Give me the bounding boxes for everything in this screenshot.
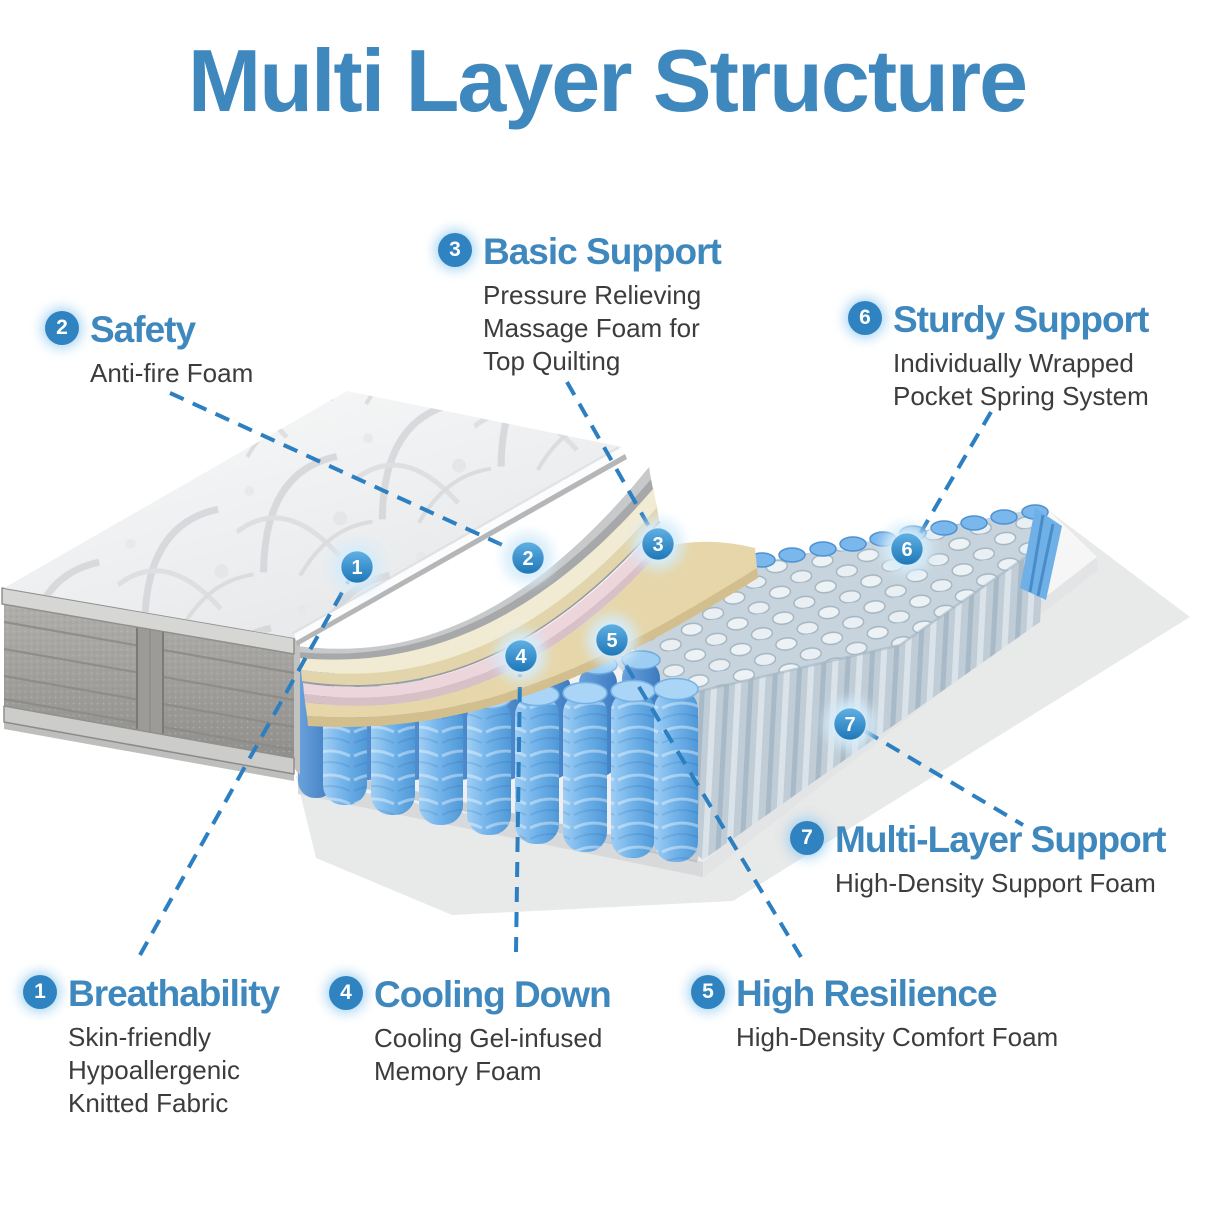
diagram-marker-5: 5	[587, 615, 637, 665]
callout-number-badge: 3	[438, 233, 472, 267]
callout-cooling-down: 4 Cooling Down Cooling Gel-infused Memor…	[329, 974, 612, 1088]
callout-basic-support: 3 Basic Support Pressure Relieving Massa…	[438, 231, 722, 378]
diagram-marker-3: 3	[633, 519, 683, 569]
foam-layer-stack	[297, 467, 758, 727]
marker-number: 2	[522, 548, 533, 570]
callout-title: Multi-Layer Support	[835, 819, 1166, 860]
diagram-marker-2: 2	[503, 533, 553, 583]
top-binding-tape	[1, 587, 295, 655]
callout-title: Sturdy Support	[893, 299, 1149, 340]
callout-title: Basic Support	[483, 231, 722, 272]
diagram-marker-1: 1	[332, 542, 382, 592]
callout-number-badge: 7	[790, 821, 824, 855]
callout-desc: High-Density Comfort Foam	[736, 1022, 1059, 1052]
marker-number: 1	[351, 557, 362, 579]
callout-number-badge: 2	[45, 311, 79, 345]
marker-number: 4	[515, 646, 527, 668]
diagram-marker-7: 7	[825, 699, 875, 749]
diagram-markers: 1 2 3 4 5	[332, 519, 932, 749]
marker-number: 5	[606, 630, 617, 652]
callout-high-resilience: 5 High Resilience High-Density Comfort F…	[691, 975, 1058, 1054]
callout-desc: Anti-fire Foam	[90, 358, 254, 388]
diagram-marker-4: 4	[496, 631, 546, 681]
marker-number: 3	[652, 534, 663, 556]
leader-lines	[138, 381, 1025, 959]
callout-safety: 2 Safety Anti-fire Foam	[45, 311, 253, 390]
callout-title: Cooling Down	[374, 974, 612, 1015]
callout-desc: Individually Wrapped Pocket Spring Syste…	[893, 348, 1149, 412]
callout-title: Breathability	[68, 973, 280, 1014]
callout-desc: Pressure Relieving Massage Foam for Top …	[483, 280, 702, 377]
page-title: Multi Layer Structure	[187, 31, 1028, 130]
marker-number: 7	[844, 714, 855, 736]
callout-desc: Skin-friendly Hypoallergenic Knitted Fab…	[68, 1022, 240, 1119]
quilt-top-layer	[4, 391, 627, 646]
callout-desc: Cooling Gel-infused Memory Foam	[374, 1023, 603, 1087]
callout-number-badge: 1	[23, 975, 57, 1009]
leader-line-1	[138, 579, 351, 956]
marker-number: 6	[901, 539, 912, 561]
callout-multi-layer-support: 7 Multi-Layer Support High-Density Suppo…	[790, 819, 1166, 900]
leader-line-5	[619, 655, 803, 959]
callout-desc: High-Density Support Foam	[835, 868, 1156, 898]
pocket-springs	[612, 504, 1062, 860]
callout-title: High Resilience	[736, 973, 998, 1014]
callout-breathability: 1 Breathability Skin-friendly Hypoallerg…	[23, 973, 280, 1120]
callout-sturdy-support: 6 Sturdy Support Individually Wrapped Po…	[848, 301, 1149, 413]
leader-line-2	[169, 391, 512, 551]
leader-line-7	[863, 729, 1025, 827]
diagram-marker-6: 6	[882, 524, 932, 574]
callout-number-badge: 6	[848, 301, 882, 335]
leader-line-4	[514, 673, 522, 953]
callout-number-badge: 4	[329, 976, 363, 1010]
callout-title: Safety	[90, 309, 196, 350]
leader-line-3	[565, 381, 653, 531]
side-fabric-panel	[1, 587, 300, 781]
callout-number-badge: 5	[691, 975, 725, 1009]
